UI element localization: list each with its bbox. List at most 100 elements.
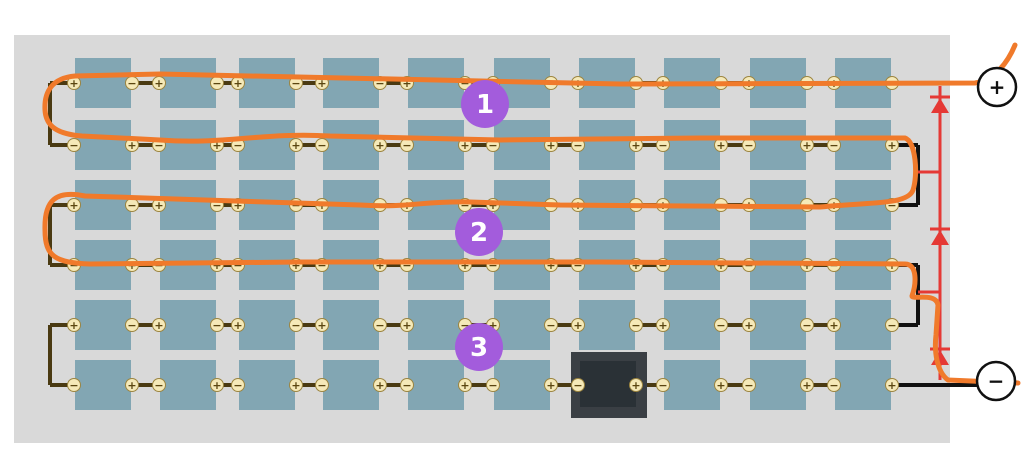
terminal-dot: [800, 318, 814, 332]
terminal-dot: [714, 318, 728, 332]
solar-cell: [408, 58, 464, 108]
terminal-plus-label: +: [716, 379, 725, 392]
terminal-plus-label: +: [375, 259, 384, 272]
terminal-plus-label: +: [631, 379, 640, 392]
terminal-dot: [827, 318, 841, 332]
solar-cell: [750, 120, 806, 170]
terminal-dot: [800, 378, 814, 392]
minus-circle-icon: −: [988, 369, 1005, 393]
terminal-minus-label: −: [69, 259, 78, 272]
terminal-dot: [210, 318, 224, 332]
terminal-dot: [400, 318, 414, 332]
terminal-minus-label: −: [744, 259, 753, 272]
terminal-plus-label: +: [69, 319, 78, 332]
solar-cell: [750, 300, 806, 350]
solar-cell: [323, 120, 379, 170]
terminal-plus-label: +: [573, 319, 582, 332]
terminal-dot: [125, 378, 139, 392]
terminal-dot: [315, 318, 329, 332]
terminal-dot: [629, 378, 643, 392]
diode-triangle-icon: [931, 98, 949, 113]
solar-cell: [239, 58, 295, 108]
solar-cell: [323, 300, 379, 350]
terminal-minus-label: −: [233, 379, 242, 392]
terminal-plus-label: +: [154, 319, 163, 332]
terminal-dot: [210, 378, 224, 392]
solar-cell: [75, 180, 131, 230]
terminal-minus-label: −: [402, 259, 411, 272]
terminal-minus-label: −: [460, 77, 469, 90]
solar-cell: [323, 240, 379, 290]
current-path-highlight: [42, 42, 1021, 386]
terminal-minus-label: −: [212, 77, 221, 90]
terminal-dot: [231, 318, 245, 332]
terminal-dot: [289, 318, 303, 332]
terminal-minus-label: −: [291, 77, 300, 90]
string-3-badge: 3: [455, 323, 503, 371]
terminal-minus-label: −: [317, 379, 326, 392]
terminal-plus-label: +: [546, 139, 555, 152]
terminal-plus-label: +: [546, 379, 555, 392]
terminal-minus-label: −: [488, 259, 497, 272]
terminal-minus-label: −: [212, 199, 221, 212]
terminal-dot: [289, 378, 303, 392]
plus-circle-icon: +: [989, 75, 1006, 99]
terminal-dot: [714, 378, 728, 392]
terminal-plus-label: +: [488, 199, 497, 212]
terminal-plus-label: +: [154, 77, 163, 90]
solar-cell: [494, 240, 550, 290]
terminal-minus-label: −: [317, 139, 326, 152]
solar-cell: [579, 240, 635, 290]
terminal-plus-label: +: [631, 259, 640, 272]
terminal-minus-label: −: [887, 199, 896, 212]
terminal-plus-label: +: [69, 199, 78, 212]
solar-cell: [494, 300, 550, 350]
positive-output-terminal: [976, 66, 1018, 108]
solar-cell: [160, 300, 216, 350]
terminal-plus-label: +: [127, 379, 136, 392]
terminal-minus-label: −: [658, 139, 667, 152]
terminal-dot: [315, 378, 329, 392]
terminal-dot: [231, 378, 245, 392]
string-1-badge-label: 1: [476, 90, 494, 120]
terminal-plus-label: +: [631, 139, 640, 152]
terminal-minus-label: −: [829, 139, 838, 152]
terminal-plus-label: +: [233, 199, 242, 212]
terminal-minus-label: −: [573, 259, 582, 272]
solar-cell: [75, 300, 131, 350]
terminal-minus-label: −: [658, 379, 667, 392]
terminal-plus-label: +: [802, 139, 811, 152]
terminal-minus-label: −: [658, 259, 667, 272]
terminal-plus-label: +: [375, 139, 384, 152]
solar-cell: [239, 120, 295, 170]
terminal-plus-label: +: [887, 379, 896, 392]
terminal-plus-label: +: [658, 319, 667, 332]
terminal-minus-label: −: [127, 319, 136, 332]
terminal-dot: [152, 378, 166, 392]
solar-cell: [239, 360, 295, 410]
terminal-plus-label: +: [69, 77, 78, 90]
terminal-minus-label: −: [573, 379, 582, 392]
solar-cell: [160, 120, 216, 170]
terminal-dot: [656, 378, 670, 392]
terminal-plus-label: +: [212, 139, 221, 152]
terminal-dot: [373, 378, 387, 392]
solar-cell: [664, 360, 720, 410]
terminal-minus-label: −: [375, 319, 384, 332]
terminal-dot: [67, 138, 81, 152]
string-3-badge-label: 3: [470, 333, 488, 363]
string-1-badge: 1: [461, 80, 509, 128]
terminal-dot: [742, 318, 756, 332]
terminal-plus-label: +: [402, 77, 411, 90]
terminal-minus-label: −: [573, 139, 582, 152]
terminal-minus-label: −: [154, 379, 163, 392]
solar-cell: [408, 300, 464, 350]
terminal-minus-label: −: [460, 319, 469, 332]
solar-cell: [835, 300, 891, 350]
solar-cell: [408, 360, 464, 410]
terminal-minus-label: −: [212, 319, 221, 332]
terminal-plus-label: +: [291, 259, 300, 272]
terminal-minus-label: −: [317, 259, 326, 272]
terminal-dot: [67, 378, 81, 392]
terminal-dot: [486, 378, 500, 392]
